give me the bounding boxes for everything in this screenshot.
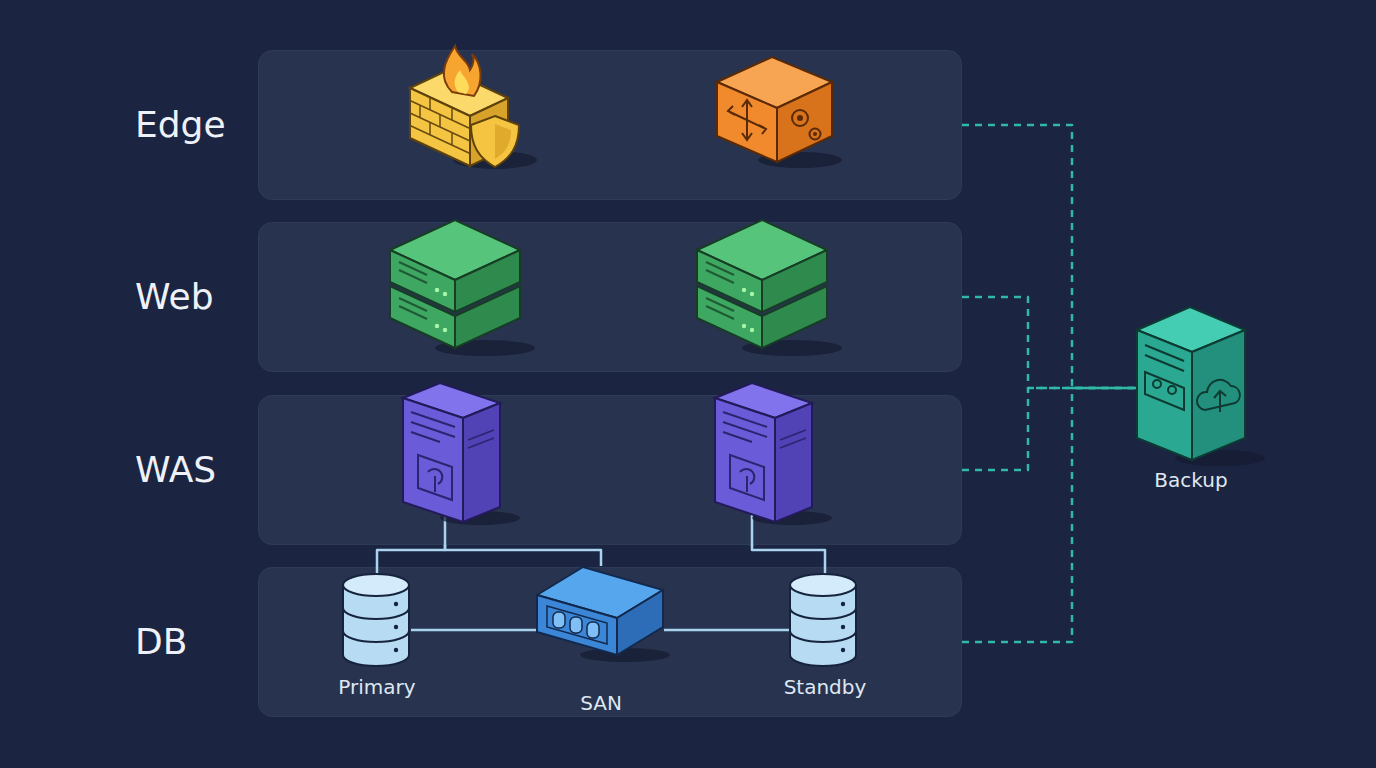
backup-icon bbox=[1145, 355, 1184, 371]
node-label: Standby bbox=[784, 675, 867, 699]
database-node: Primary bbox=[343, 574, 411, 666]
tier-band: Edge bbox=[258, 50, 962, 200]
backup-icon bbox=[1137, 307, 1265, 466]
backup-icon bbox=[1145, 372, 1184, 410]
tier-label: DB bbox=[135, 620, 187, 664]
backup-icon bbox=[1214, 391, 1226, 398]
backup-node: Backup bbox=[1137, 305, 1245, 460]
data-link bbox=[445, 545, 601, 566]
tier-band: WAS bbox=[258, 395, 962, 545]
backup-icon bbox=[1153, 380, 1161, 388]
database-node: Standby bbox=[791, 574, 859, 666]
backup-icon bbox=[1219, 392, 1221, 412]
tier-band: Web bbox=[258, 222, 962, 372]
backup-link bbox=[962, 388, 1137, 470]
backup-link bbox=[962, 125, 1137, 388]
backup-icon bbox=[1197, 380, 1240, 410]
node-label: Primary bbox=[338, 675, 415, 699]
backup-icon bbox=[1175, 450, 1265, 466]
tier-label: WAS bbox=[135, 448, 216, 492]
node-label: Backup bbox=[1154, 468, 1227, 492]
tier-label: Web bbox=[135, 275, 214, 319]
backup-icon bbox=[1192, 330, 1245, 460]
backup-icon bbox=[1145, 345, 1184, 361]
node-label: SAN bbox=[580, 691, 622, 715]
backup-icon bbox=[1168, 386, 1176, 394]
backup-link bbox=[962, 297, 1137, 388]
backup-link bbox=[962, 388, 1137, 642]
backup-icon bbox=[1137, 307, 1245, 352]
storage-node: SAN bbox=[538, 566, 664, 656]
backup-icon bbox=[1137, 330, 1192, 460]
tier-band: DBPrimarySANStandby bbox=[258, 567, 962, 717]
tier-label: Edge bbox=[135, 103, 226, 147]
